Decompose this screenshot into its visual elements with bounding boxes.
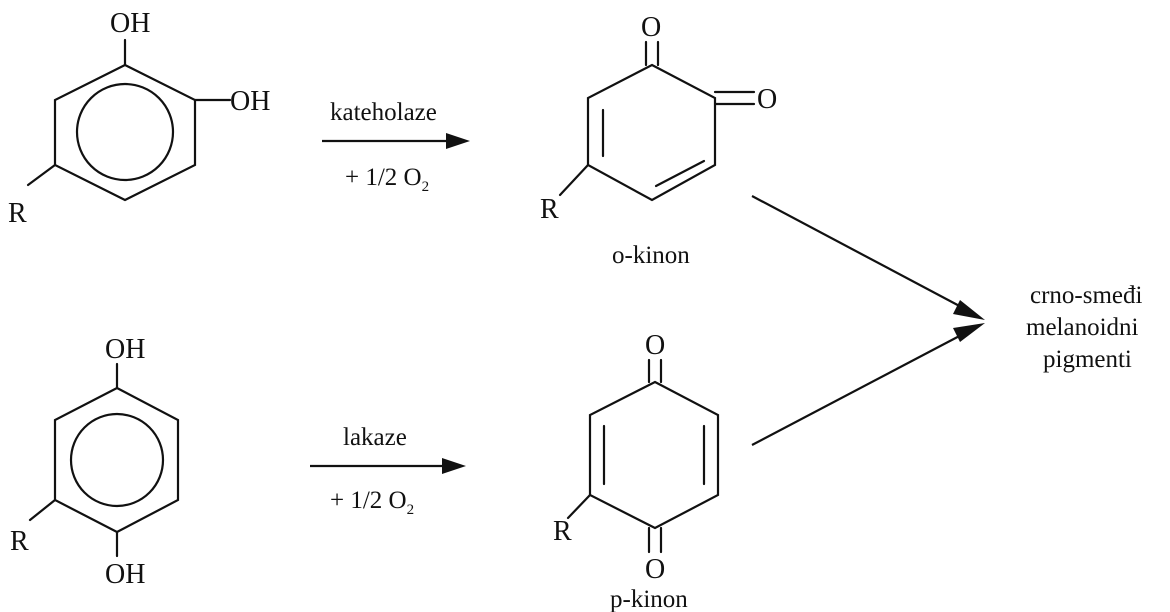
o-quinone-o1-label: O (641, 12, 661, 43)
final-product-label: crno-smeđi melanoidni pigmenti (1026, 282, 1143, 373)
hydroquinone-molecule: OH OH R (10, 334, 180, 590)
reaction1-arrow-group: kateholaze + 1/2 O2 (322, 99, 470, 195)
reaction1-arrowhead (446, 133, 470, 149)
p-quinone-o1-label: O (645, 330, 665, 361)
p-quinone-r-bond (566, 493, 592, 520)
o-quinone-double-bond-bottom (654, 159, 706, 188)
p-quinone-name: p-kinon (610, 586, 688, 612)
p-quinone-o2-label: O (645, 554, 665, 585)
reaction1-cofactor-label: + 1/2 O2 (345, 164, 429, 195)
arrow-from-o-quinone (751, 195, 968, 311)
hydroquinone-oh1-label: OH (105, 334, 145, 365)
arrow-from-p-quinone (751, 331, 968, 446)
hydroquinone-oh2-label: OH (105, 559, 145, 590)
reaction1-cofactor-subscript: 2 (422, 179, 430, 195)
reaction2-cofactor-prefix: + 1/2 O (330, 487, 407, 514)
o-quinone-ring (586, 63, 717, 202)
reaction2-arrow-group: lakaze + 1/2 O2 (310, 424, 466, 518)
catechol-r-bond (26, 163, 57, 187)
reaction2-arrowhead (442, 458, 466, 474)
o-quinone-molecule: O O R o-kinon (540, 12, 777, 269)
hydroquinone-r-bond (28, 498, 57, 522)
reaction2-enzyme-label: lakaze (343, 424, 407, 451)
catechol-aromatic-circle (75, 82, 175, 182)
catechol-oh1-label: OH (110, 8, 150, 39)
converging-arrows (751, 195, 985, 446)
hydroquinone-r-label: R (10, 526, 29, 557)
p-quinone-r-label: R (553, 516, 572, 547)
catechol-oh2-label: OH (230, 86, 270, 117)
reaction1-cofactor-prefix: + 1/2 O (345, 164, 422, 191)
arrowhead-from-p-quinone (953, 323, 985, 342)
final-product-line1: crno-smeđi (1030, 282, 1143, 309)
reaction2-cofactor-subscript: 2 (407, 502, 415, 518)
o-quinone-name: o-kinon (612, 242, 690, 269)
catechol-r-label: R (8, 198, 27, 229)
p-quinone-ring (588, 380, 720, 530)
catechol-molecule: OH OH R (8, 8, 270, 229)
final-product-line2: melanoidni (1026, 314, 1139, 341)
p-quinone-molecule: O O R p-kinon (553, 330, 720, 612)
o-quinone-o2-label: O (757, 84, 777, 115)
final-product-line3: pigmenti (1043, 346, 1132, 373)
o-quinone-r-bond (558, 163, 590, 197)
reaction2-cofactor-label: + 1/2 O2 (330, 487, 414, 518)
hydroquinone-aromatic-circle (69, 412, 165, 508)
reaction1-enzyme-label: kateholaze (330, 99, 437, 126)
o-quinone-r-label: R (540, 194, 559, 225)
arrowhead-from-o-quinone (953, 300, 985, 320)
hydroquinone-ring (53, 386, 180, 534)
